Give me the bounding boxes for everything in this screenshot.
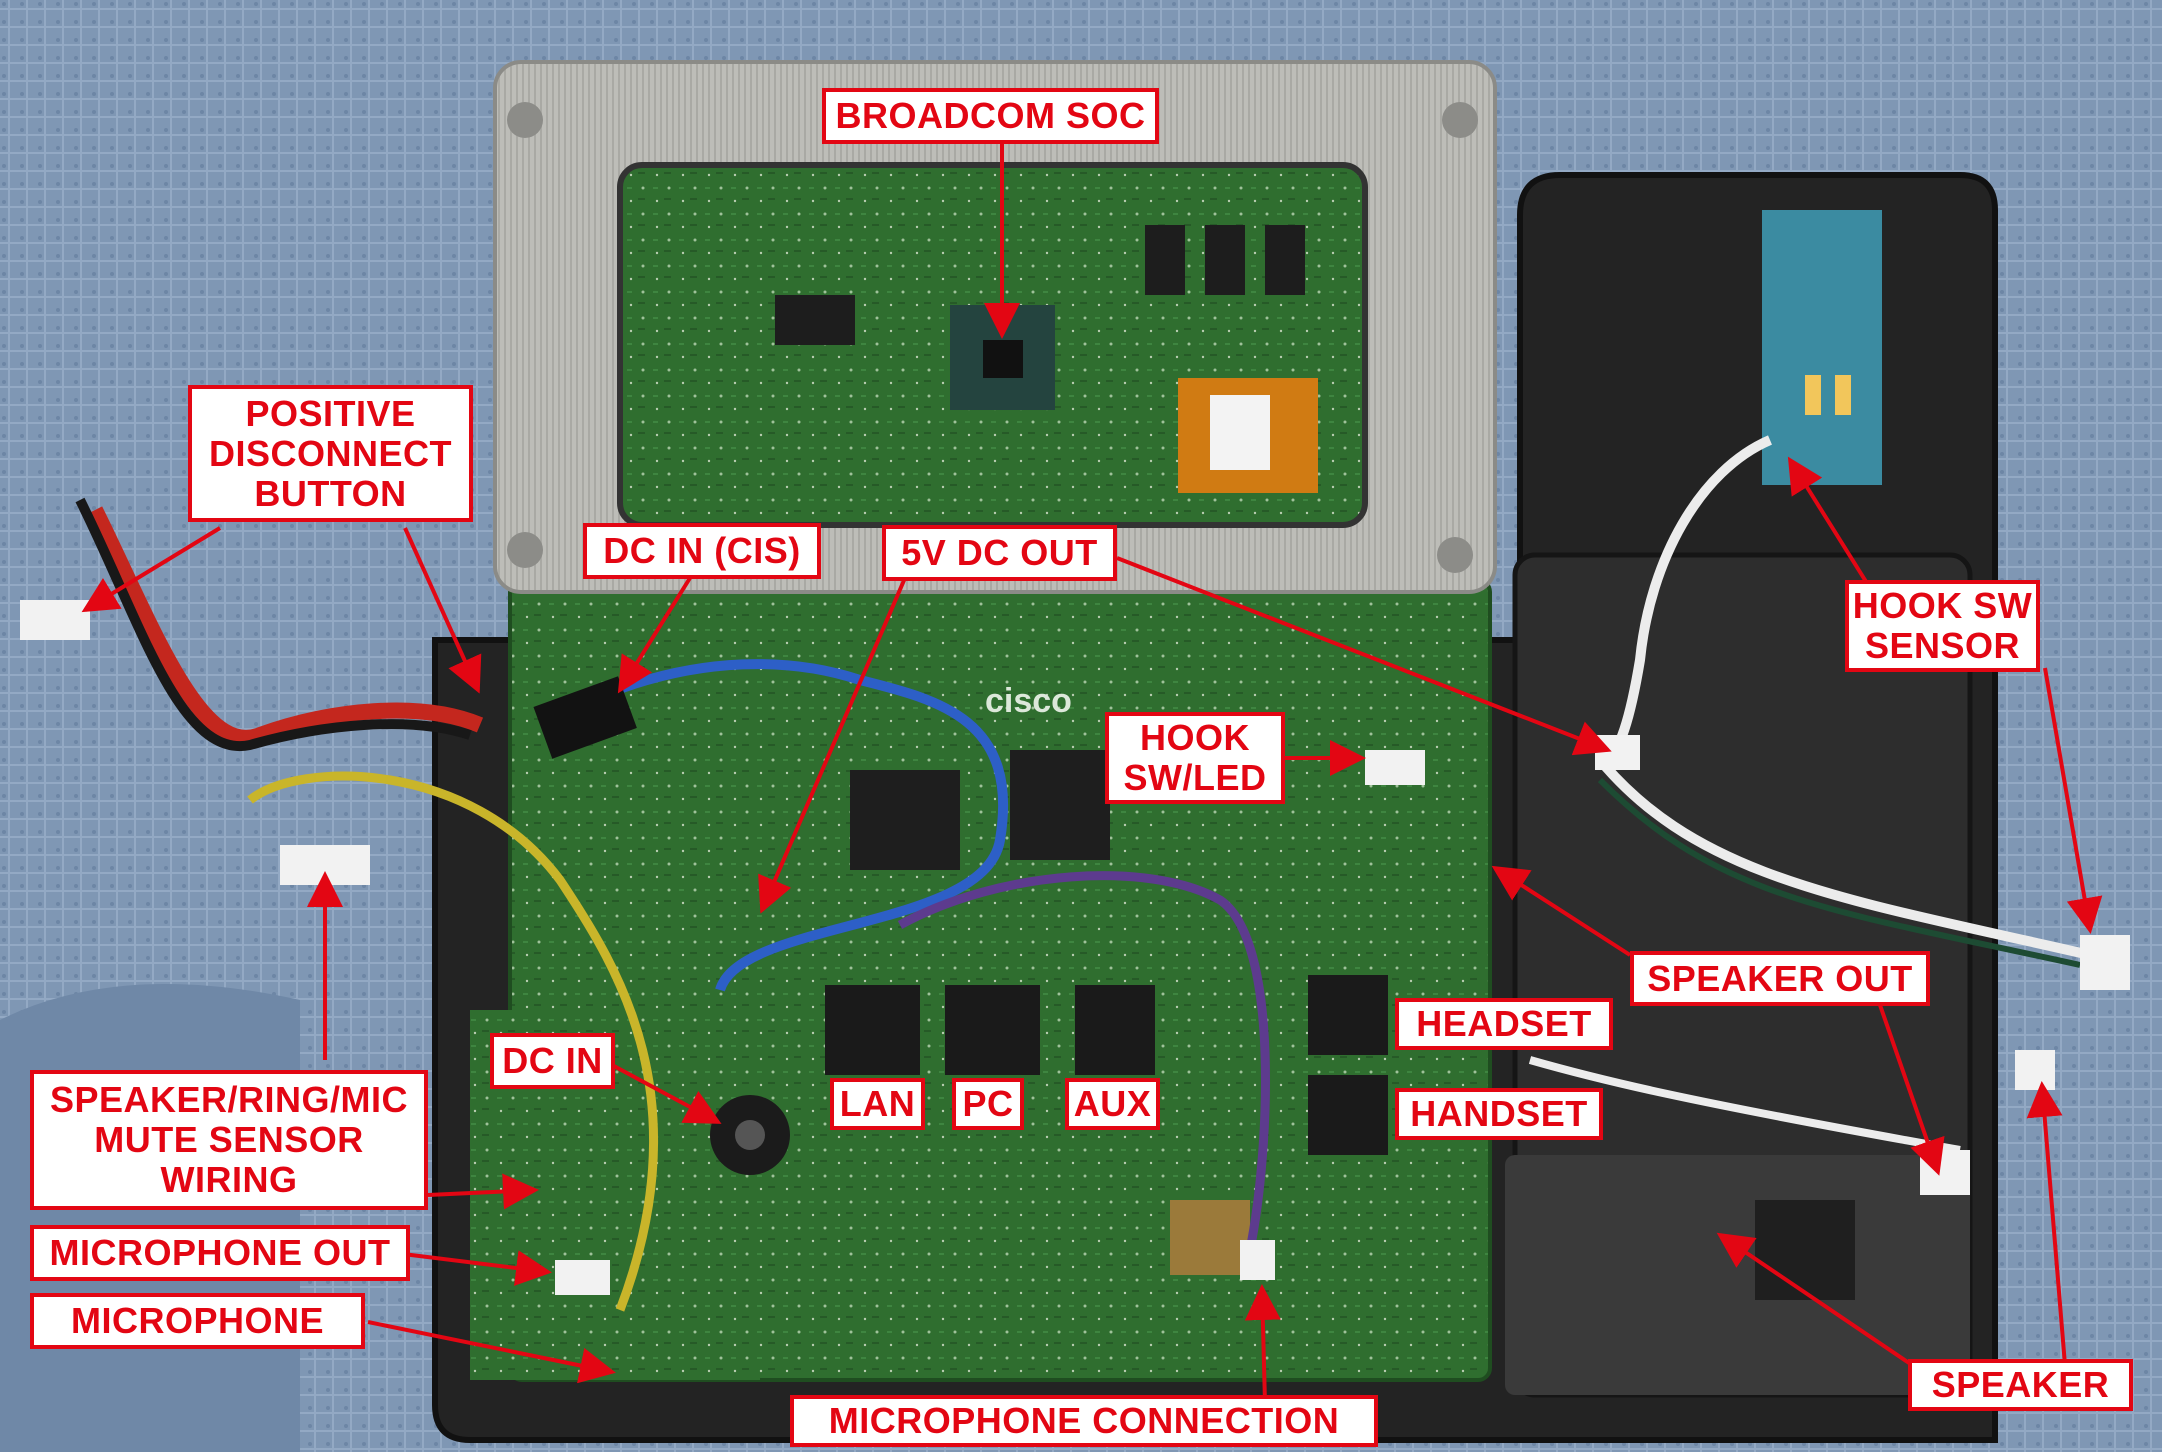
handset-jack	[1308, 1075, 1388, 1155]
label-5v-dc-out: 5V DC OUT	[882, 525, 1117, 581]
label-hook-sw-led: HOOK SW/LED	[1105, 712, 1285, 804]
label-aux: AUX	[1065, 1078, 1160, 1130]
blue-cable	[577, 659, 1009, 992]
label-hook-sw-sensor: HOOK SW SENSOR	[1845, 580, 2040, 672]
aux-jack	[1075, 985, 1155, 1075]
label-lan: LAN	[830, 1078, 925, 1130]
label-positive-disconnect-button: POSITIVE DISCONNECT BUTTON	[188, 385, 473, 522]
yellow-green-cable	[247, 771, 659, 1312]
pc-jack	[945, 985, 1040, 1075]
hook-sensor-board	[1762, 210, 1882, 485]
towel-fold	[0, 984, 300, 1452]
label-microphone-out: MICROPHONE OUT	[30, 1225, 410, 1281]
headset-jack	[1308, 975, 1388, 1055]
label-speaker-out: SPEAKER OUT	[1630, 951, 1930, 1006]
label-microphone-connection: MICROPHONE CONNECTION	[790, 1395, 1378, 1447]
lan-jack	[825, 985, 920, 1075]
white-handset-cable	[1596, 756, 2092, 960]
label-handset: HANDSET	[1395, 1088, 1603, 1140]
label-microphone: MICROPHONE	[30, 1293, 365, 1349]
cisco-board-logo: cisco	[985, 682, 1072, 720]
label-speaker-ring-mic-wiring: SPEAKER/RING/MIC MUTE SENSOR WIRING	[30, 1070, 428, 1210]
label-pc: PC	[952, 1078, 1024, 1130]
black-dc-connector	[533, 676, 637, 759]
label-headset: HEADSET	[1395, 998, 1613, 1050]
label-speaker: SPEAKER	[1908, 1359, 2133, 1411]
label-broadcom-soc: BROADCOM SOC	[822, 88, 1159, 144]
label-dc-in: DC IN	[490, 1033, 615, 1089]
label-dc-in-cis: DC IN (CIS)	[583, 523, 821, 579]
purple-cable	[897, 871, 1270, 1251]
